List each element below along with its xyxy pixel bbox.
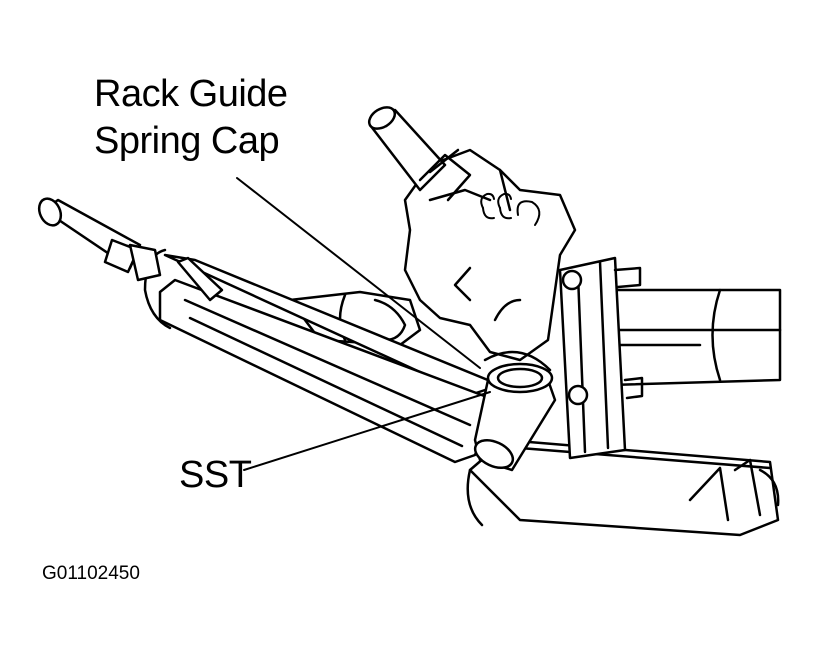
mounting-bracket: [558, 256, 644, 460]
wrench-grip: [37, 197, 162, 282]
input-shaft: [367, 106, 472, 202]
gear-housing: [403, 148, 577, 372]
housing-marking: [480, 192, 541, 226]
rack-guide-spring-cap-label-line2: Spring Cap: [94, 120, 280, 162]
sst-label: SST: [179, 454, 252, 496]
rack-guide-leader: [236, 177, 481, 369]
rack-housing-tube: [608, 288, 782, 387]
rack-guide-spring-cap-label-line1: Rack Guide: [94, 73, 288, 115]
sst-leader: [243, 391, 491, 471]
figure-code: G01102450: [42, 563, 140, 584]
